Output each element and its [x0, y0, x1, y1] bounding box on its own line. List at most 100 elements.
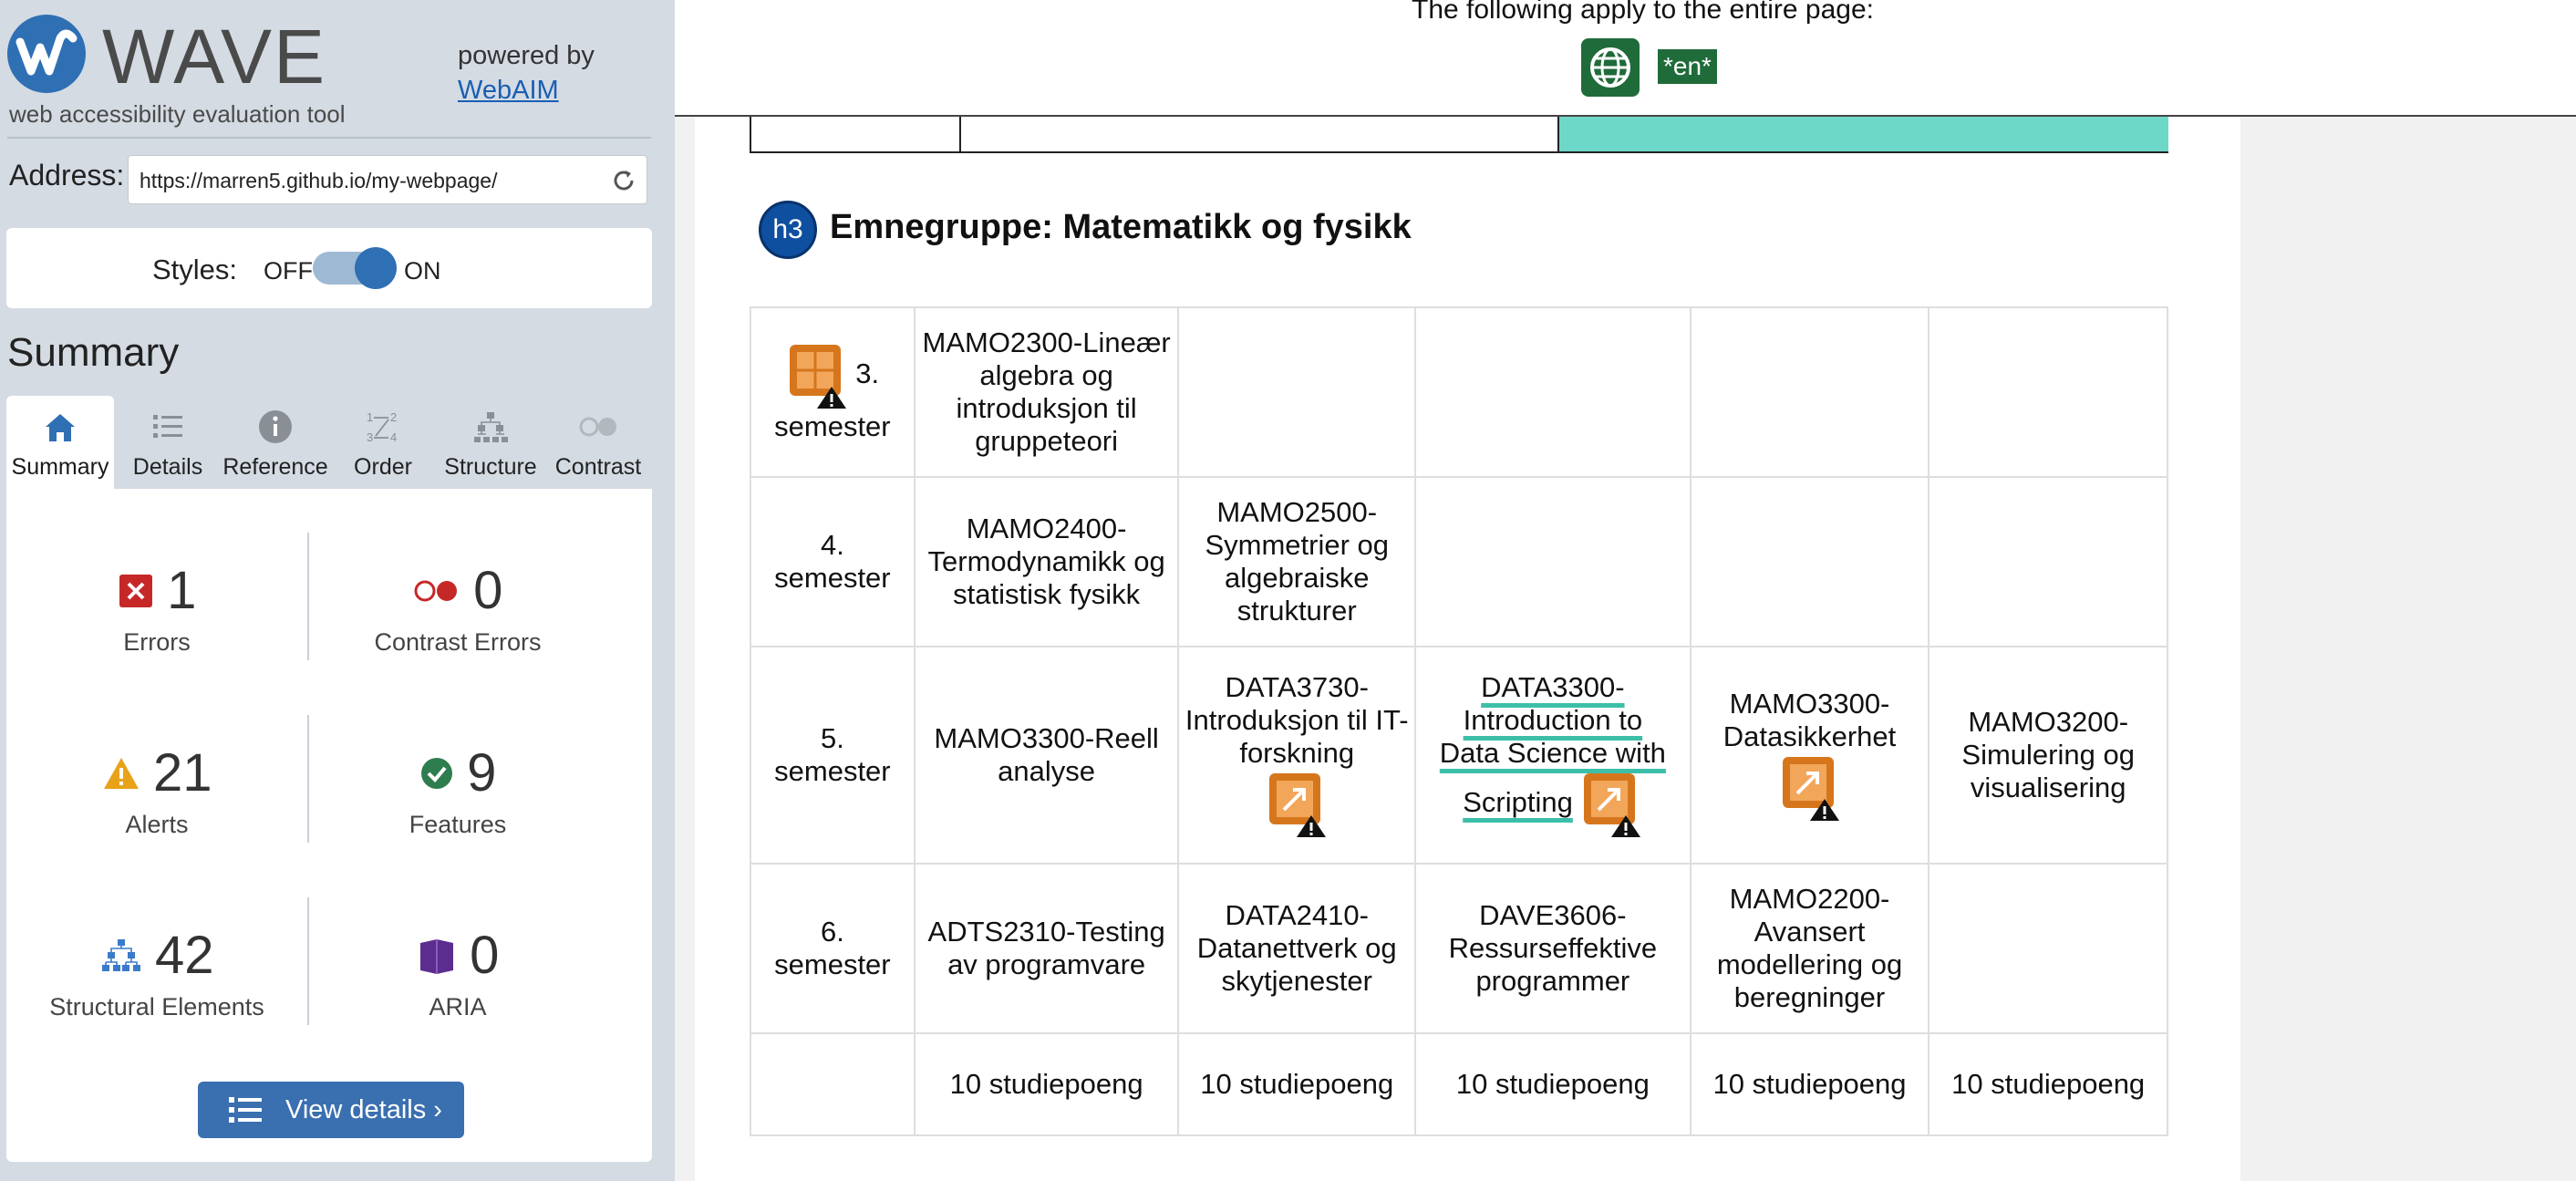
semester-label: semester	[774, 948, 891, 980]
semester-cell: 5. semester	[750, 646, 916, 865]
alerts-label: Alerts	[125, 811, 189, 838]
address-label: Address:	[9, 159, 125, 192]
tab-structure[interactable]: Structure	[437, 396, 544, 489]
features-label: Features	[409, 811, 507, 838]
aria-label: ARIA	[429, 993, 487, 1020]
course-cell: DATA3730-Introduksjon til IT-forskning	[1177, 646, 1417, 865]
credits-cell: 10 studiepoeng	[1689, 1032, 1930, 1136]
tab-reference-label: Reference	[222, 454, 328, 480]
tab-summary[interactable]: Summary	[6, 396, 114, 489]
features-stat[interactable]: 9 Features	[307, 742, 608, 839]
aria-count: 0	[470, 926, 500, 985]
contrast-icon	[579, 417, 616, 437]
h3-icon[interactable]: h3	[759, 201, 817, 259]
course-text: DATA3730-Introduksjon til IT-forskning	[1185, 671, 1409, 769]
course-cell: MAMO2200-Avansert modellering og beregni…	[1689, 863, 1930, 1034]
table-row: 10 studiepoeng 10 studiepoeng 10 studiep…	[750, 1032, 2168, 1136]
alerts-count: 21	[152, 743, 212, 803]
semester-cell: 6. semester	[750, 863, 916, 1034]
semester-number: 6.	[820, 916, 844, 948]
language-badge[interactable]: *en*	[1658, 49, 1717, 84]
course-cell: DATA2410-Datanettverk og skytjenester	[1177, 863, 1417, 1034]
aria-stat[interactable]: 0 ARIA	[307, 925, 608, 1021]
webaim-link[interactable]: WebAIM	[458, 76, 559, 105]
semester-cell	[750, 1032, 916, 1136]
structural-stat[interactable]: 42 Structural Elements	[6, 925, 307, 1021]
page-viewport: The following apply to the entire page: …	[675, 0, 2576, 1181]
table-alert-icon[interactable]	[1779, 753, 1841, 823]
semester-label: semester	[774, 562, 891, 594]
svg-text:1: 1	[367, 410, 373, 424]
view-details-label: View details ›	[285, 1095, 442, 1124]
course-link[interactable]: Data Science with	[1439, 737, 1666, 769]
alerts-stat[interactable]: 21 Alerts	[6, 742, 307, 839]
reload-icon[interactable]	[610, 167, 637, 194]
contrast-errors-stat[interactable]: 0 Contrast Errors	[307, 560, 608, 657]
powered-by: powered by WebAIM	[458, 38, 595, 108]
credits-cell: 10 studiepoeng	[1414, 1032, 1691, 1136]
previous-table-row	[750, 117, 2168, 153]
course-cell: MAMO3300-Reell analyse	[913, 646, 1180, 865]
globe-icon[interactable]	[1581, 38, 1640, 97]
semester-label: semester	[774, 410, 891, 442]
contrast-errors-count: 0	[473, 561, 503, 620]
aria-icon	[419, 938, 453, 974]
home-icon	[46, 414, 75, 441]
semester-number: 5.	[820, 722, 844, 754]
tab-contrast-label: Contrast	[554, 454, 642, 480]
tab-reference[interactable]: Reference	[222, 396, 329, 489]
course-cell	[1689, 306, 1930, 478]
structural-label: Structural Elements	[49, 993, 264, 1020]
wave-subtitle: web accessibility evaluation tool	[9, 100, 346, 128]
semester-number: 3.	[855, 357, 880, 390]
feature-icon	[420, 757, 452, 789]
course-cell: MAMO3200-Simulering og visualisering	[1928, 646, 2168, 865]
svg-text:3: 3	[367, 430, 373, 444]
wave-logo-icon[interactable]	[7, 15, 86, 93]
stat-divider	[307, 715, 309, 843]
course-link[interactable]: Scripting	[1463, 786, 1573, 819]
address-input[interactable]: https://marren5.github.io/my-webpage/	[128, 155, 647, 204]
semester-cell: 4. semester	[750, 476, 916, 647]
tab-details[interactable]: Details	[114, 396, 222, 489]
errors-stat[interactable]: 1 Errors	[6, 560, 307, 657]
semester-label: semester	[774, 755, 891, 787]
info-icon	[259, 410, 292, 443]
summary-heading: Summary	[7, 330, 180, 375]
highlighted-cell	[1559, 117, 2168, 151]
credits-cell: 10 studiepoeng	[1177, 1032, 1417, 1136]
table-row: 5. semester MAMO3300-Reell analyse DATA3…	[750, 646, 2168, 865]
table-row: 4. semester MAMO2400-Termodynamikk og st…	[750, 476, 2168, 647]
styles-toggle[interactable]	[313, 247, 397, 289]
stat-divider	[307, 897, 309, 1025]
view-details-button[interactable]: View details ›	[198, 1082, 464, 1138]
course-cell: MAMO3300-Datasikkerhet	[1689, 646, 1930, 865]
wave-brand-title: WAVE	[102, 14, 327, 99]
course-cell	[1928, 476, 2168, 647]
powered-by-text: powered by	[458, 41, 595, 70]
table-row: 3. semester MAMO2300-Lineær algebra og i…	[750, 306, 2168, 478]
course-link[interactable]: DATA3300-Introduction to	[1463, 671, 1643, 736]
course-table: 3. semester MAMO2300-Lineær algebra og i…	[750, 306, 2168, 1136]
semester-number: 4.	[820, 529, 844, 561]
list-icon	[153, 415, 182, 438]
course-cell	[1414, 306, 1691, 478]
address-value[interactable]: https://marren5.github.io/my-webpage/	[140, 169, 498, 192]
table-alert-icon[interactable]	[786, 341, 848, 410]
toggle-knob[interactable]	[355, 247, 397, 289]
tab-order-label: Order	[354, 454, 412, 480]
table-row: 6. semester ADTS2310-Testing av programv…	[750, 863, 2168, 1034]
course-cell	[1414, 476, 1691, 647]
tab-details-label: Details	[132, 454, 203, 480]
table-alert-icon[interactable]	[1580, 770, 1642, 839]
contrast-errors-label: Contrast Errors	[374, 628, 542, 656]
table-alert-icon[interactable]	[1266, 770, 1328, 839]
features-count: 9	[467, 743, 497, 803]
course-cell: MAMO2300-Lineær algebra og introduksjon …	[913, 306, 1180, 478]
course-cell	[1177, 306, 1417, 478]
tab-contrast[interactable]: Contrast	[544, 396, 652, 489]
structure-icon	[101, 938, 140, 971]
